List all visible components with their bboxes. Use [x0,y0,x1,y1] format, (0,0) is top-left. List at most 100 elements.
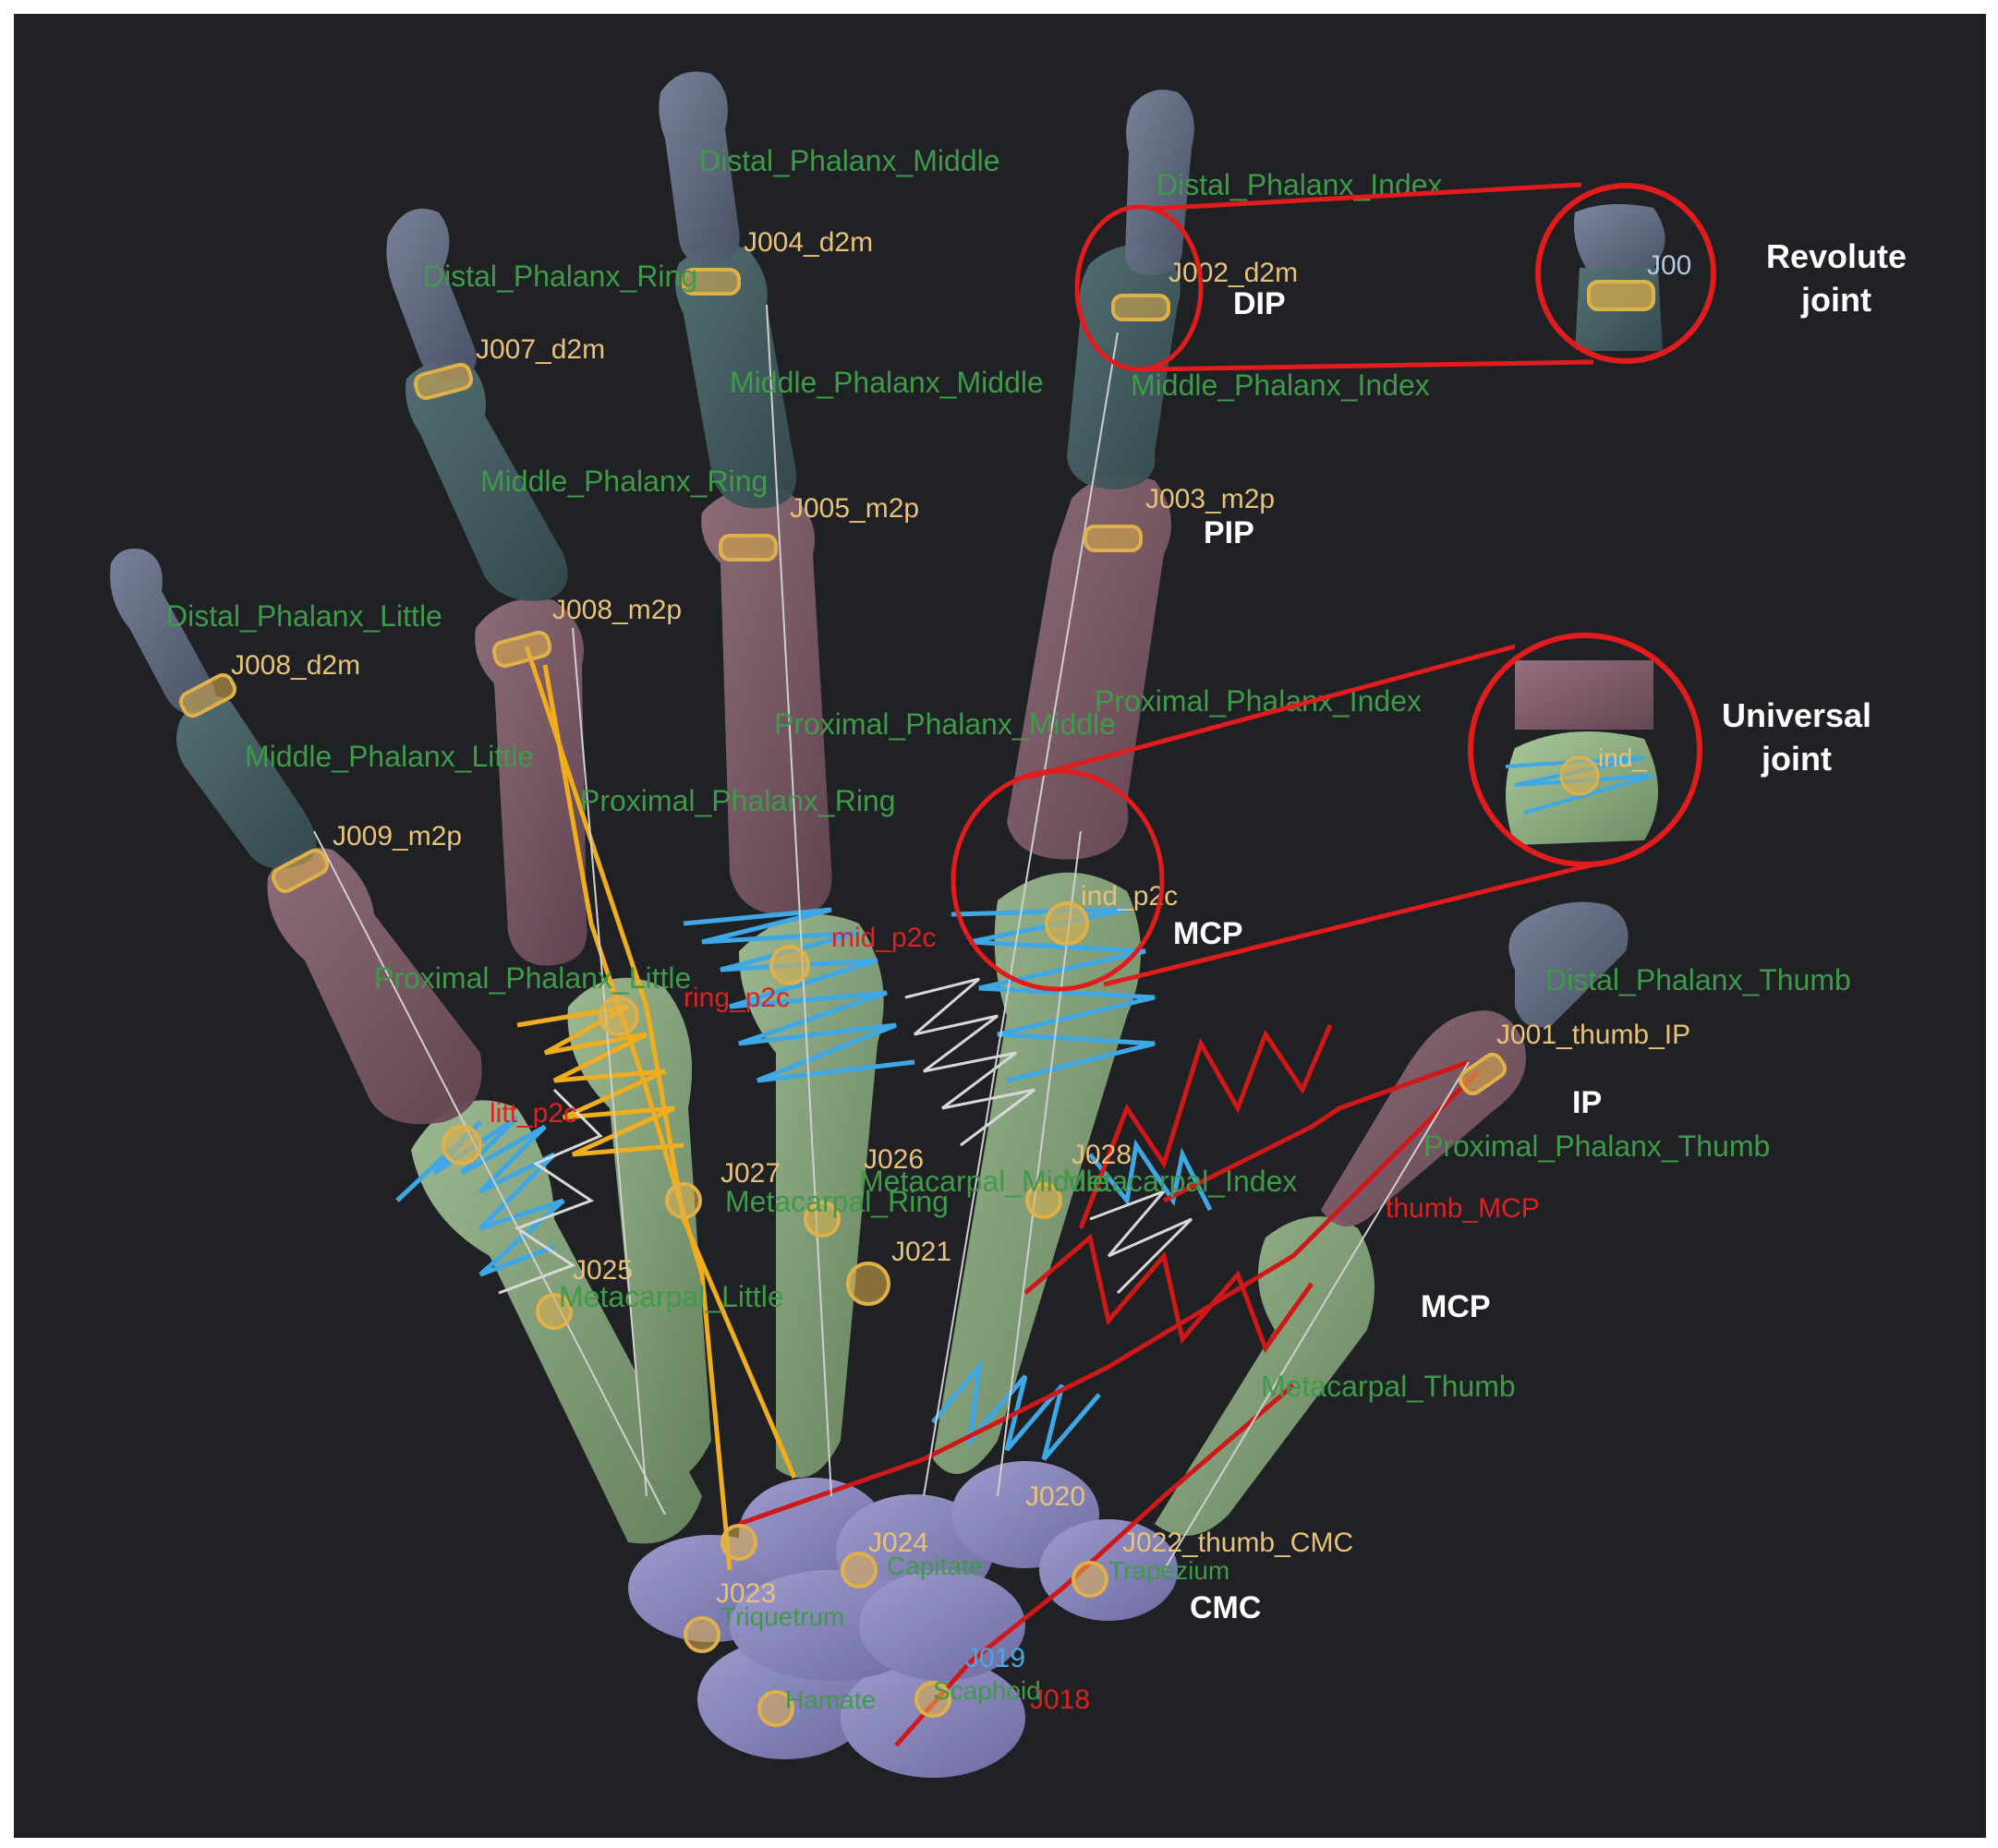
annotation-ip: IP [1572,1085,1602,1120]
metacarpal-ring-bone [567,977,711,1482]
proximal-index-bone [1007,476,1171,860]
joint-marker-dip-little [178,672,237,719]
universal-zoom-inset: ind_ [1468,633,1702,867]
label-j-middle-p2c: mid_p2c [831,923,936,953]
label-j024: J024 [868,1528,928,1558]
spring-white-3 [1089,1190,1193,1295]
spring-orange-1 [516,1004,684,1157]
label-distal-ring: Distal_Phalanx_Ring [423,260,697,293]
label-proximal-ring: Proximal_Phalanx_Ring [580,784,896,817]
spring-red-1 [1078,1024,1333,1229]
label-proximal-index: Proximal_Phalanx_Index [1095,684,1422,718]
label-capitate: Capitate [887,1552,983,1580]
spring-orange-2 [524,646,797,1479]
spring-red-3 [738,1069,1480,1527]
label-j-index-d2m: J002_d2m [1169,258,1298,288]
spring-blue-5 [1088,1139,1213,1212]
proximal-ring-bone [475,598,587,966]
label-j026: J026 [864,1144,924,1175]
label-j018: J018 [1030,1685,1090,1715]
label-metacarpal-thumb: Metacarpal_Thumb [1261,1370,1516,1403]
label-j-ring-p2c: ring_p2c [684,983,790,1013]
label-proximal-middle: Proximal_Phalanx_Middle [774,707,1116,741]
joint-marker-pip-ring [491,630,552,669]
label-j027: J027 [720,1158,781,1189]
label-proximal-thumb: Proximal_Phalanx_Thumb [1423,1129,1770,1163]
joint-marker-pip-little [271,848,330,894]
spring-blue-1 [395,1115,565,1277]
bone-labels: Distal_Phalanx_Middle Distal_Phalanx_Ind… [166,144,1851,1714]
annotation-cmc: CMC [1190,1590,1261,1625]
label-middle-little: Middle_Phalanx_Little [245,740,534,773]
label-j-middle-m2p: J005_m2p [790,493,919,524]
label-j021: J021 [891,1237,951,1267]
universal-highlight [951,644,1599,992]
label-j025: J025 [573,1255,633,1286]
joint-labels: J004_d2m J002_d2m J007_d2m J008_d2m J005… [231,227,1690,1715]
joint-type-annotations: DIP PIP MCP IP MCP CMC [1173,286,1602,1625]
distal-little-bone [110,549,216,714]
label-j019: J019 [965,1643,1025,1673]
spring-red-4 [1162,1059,1470,1203]
spring-red-2 [1023,1233,1314,1354]
distal-phalanges [110,71,1629,1028]
label-j-ring-m2p: J008_m2p [552,595,682,625]
label-proximal-little: Proximal_Phalanx_Little [374,961,691,995]
metacarpal-middle-bone [739,914,884,1478]
universal-zoom-circle [1468,633,1702,867]
carpal-bones [628,1461,1178,1778]
label-j020: J020 [1025,1481,1085,1512]
label-j-little-p2c: litt_p2c [490,1098,577,1129]
middle-little-bone [176,695,317,869]
revolute-zoom-circle [1535,183,1716,364]
label-metacarpal-middle: Metacarpal_Middle [859,1165,1108,1198]
proximal-middle-bone [701,487,832,915]
label-j-ring-d2m: J007_d2m [476,334,605,365]
label-middle-ring: Middle_Phalanx_Ring [480,465,768,498]
label-metacarpal-ring: Metacarpal_Ring [725,1185,949,1218]
label-j023: J023 [716,1578,776,1609]
joint-marker-dip-middle [682,268,741,296]
distal-ring-bone [386,208,477,380]
label-j-thumb-ip: J001_thumb_IP [1496,1020,1690,1050]
label-j-middle-d2m: J004_d2m [744,227,873,258]
joint-marker-dip-ring [413,362,474,401]
spring-white-2 [904,977,1035,1147]
label-j-thumb-mcp: thumb_MCP [1386,1193,1540,1224]
label-middle-middle: Middle_Phalanx_Middle [730,366,1044,399]
spring-orange-3 [542,664,733,1571]
universal-zoom-tag: ind_ [1598,743,1647,772]
joint-markers [178,268,1508,1727]
joint-marker-pip-index [1084,525,1143,552]
callout-revolute-line2: joint [1800,281,1871,319]
revolute-zoom-tag: J00 [1647,250,1691,281]
callouts: Revolute joint Universal joint [1722,237,1907,778]
label-j028: J028 [1072,1140,1132,1170]
annotation-dip: DIP [1233,286,1286,321]
callout-universal-line1: Universal [1722,696,1871,734]
middle-ring-bone [406,360,568,601]
label-middle-index: Middle_Phalanx_Index [1131,368,1430,402]
label-scaphoid: Scaphoid [933,1676,1041,1705]
label-triquetrum: Triquetrum [720,1602,844,1631]
label-j-index-m2p: J003_m2p [1145,484,1275,514]
spring-white-1 [498,1088,603,1295]
joint-marker-ip-thumb [1458,1052,1508,1096]
distal-thumb-bone [1508,901,1629,1028]
joint-marker-dip-index [1111,294,1170,321]
label-distal-middle: Distal_Phalanx_Middle [699,144,1000,177]
annotation-pip: PIP [1204,515,1254,550]
revolute-zoom-inset: J00 [1535,183,1716,364]
revolute-source-circle [1074,204,1204,372]
label-metacarpal-little: Metacarpal_Little [559,1280,784,1313]
label-hamate: Hamate [785,1685,876,1714]
revolute-highlight [1074,182,1594,372]
joint-marker-pip-middle [719,534,778,562]
annotation-mcp-index: MCP [1173,916,1243,951]
label-trapezium: Trapezium [1108,1556,1229,1585]
callout-universal-line2: joint [1761,740,1832,778]
metacarpal-index-bone [933,872,1141,1474]
label-j-thumb-cmc: J022_thumb_CMC [1122,1528,1353,1558]
label-j-little-d2m: J008_d2m [231,650,360,681]
